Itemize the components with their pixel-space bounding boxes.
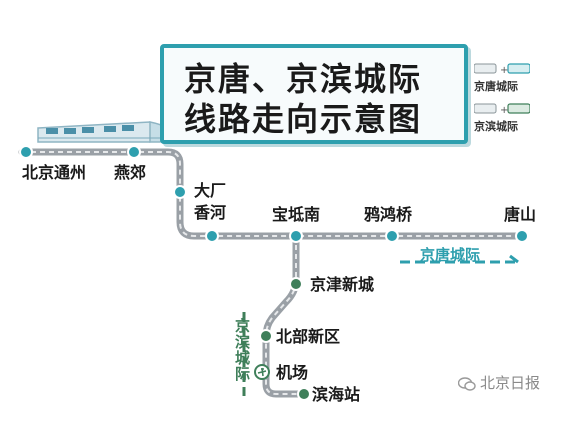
- wechat-icon: [458, 376, 476, 391]
- station-dot-xianghe-track: [205, 229, 219, 243]
- station-dot-yanjiao: [127, 145, 141, 159]
- jingtang-accent: [400, 254, 519, 264]
- title-line-1: 京唐、京滨城际: [184, 60, 423, 98]
- watermark-text: 北京日报: [480, 374, 541, 392]
- line-label-jingtang: 京唐城际: [420, 246, 481, 264]
- station-dot-yahong-qiao: [385, 229, 399, 243]
- svg-text:+: +: [500, 105, 508, 116]
- title-line-2: 线路走向示意图: [184, 100, 423, 138]
- legend-item-jingbin: + 京滨城际: [470, 102, 570, 138]
- svg-text:+: +: [500, 65, 508, 76]
- station-dot-beijing-tongzhou: [19, 145, 33, 159]
- station-dot-jingjin-xincheng: [289, 277, 303, 291]
- station-label-dachang: 大厂: [194, 181, 227, 200]
- train-legend-icon: +: [474, 103, 530, 116]
- station-label-tangshan: 唐山: [504, 205, 537, 224]
- station-label-binhai-zhan: 滨海站: [312, 385, 361, 404]
- station-label-yanjiao: 燕郊: [114, 163, 147, 182]
- station-dot-tangshan: [515, 229, 529, 243]
- train-legend-icon: +: [474, 63, 530, 76]
- legend-label-jingbin: 京滨城际: [474, 120, 518, 133]
- station-dot-binhai-zhan: [297, 387, 311, 401]
- legend-label-jingtang: 京唐城际: [474, 80, 518, 93]
- station-label-beibu-xinqu: 北部新区: [276, 327, 341, 346]
- line-label-jingbin: 京滨城际: [233, 318, 251, 382]
- train-illustration: [37, 121, 180, 143]
- station-dot-beibu-xinqu: [259, 329, 273, 343]
- station-dot-baodi-nan: [289, 229, 303, 243]
- station-dot-dachang-xianghe: [173, 185, 187, 199]
- station-label-xianghe: 香河: [194, 203, 227, 222]
- station-label-beijing-tongzhou: 北京通州: [22, 163, 87, 182]
- station-label-yahong-qiao: 鸦鸿桥: [364, 205, 413, 224]
- station-label-jichang: 机场: [276, 363, 309, 382]
- watermark: 北京日报: [458, 372, 540, 393]
- airplane-icon: [254, 364, 270, 380]
- legend-item-jingtang: + 京唐城际: [470, 62, 570, 98]
- station-label-baodi-nan: 宝坻南: [272, 205, 321, 224]
- station-label-jingjin-xincheng: 京津新城: [310, 275, 375, 294]
- title-box: 京唐、京滨城际 线路走向示意图: [160, 44, 468, 144]
